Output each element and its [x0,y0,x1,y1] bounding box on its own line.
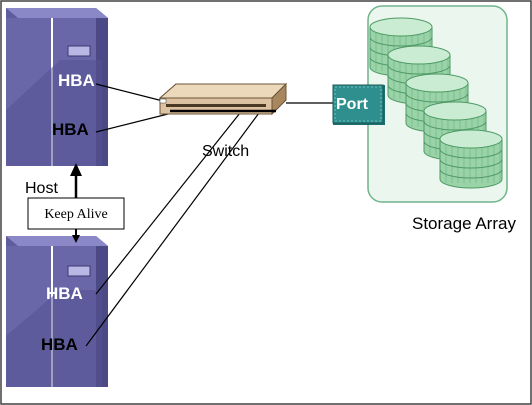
hba-bottom-2-label: HBA [41,335,78,354]
switch-device [158,82,288,116]
switch-label: Switch [202,143,249,160]
disk-stack [369,17,503,189]
keep-alive-box [27,197,125,230]
cable-hba-bottom1-to-switch [95,112,241,295]
cable-hba-bottom2-to-switch [85,112,260,347]
port-label: Port [336,96,369,113]
hba-top-1-label: HBA [58,71,95,90]
storage-array-label: Storage Array [412,214,516,233]
host-label: Host [25,180,58,197]
drive-bay-icon [67,265,91,277]
host-server-top [6,8,108,166]
disk-icon [439,129,503,189]
keep-alive-label: Keep Alive [44,207,107,222]
drive-bay-icon [67,45,91,57]
hba-top-2-label: HBA [52,120,89,139]
keep-alive-connector [27,163,125,243]
hba-bottom-1-label: HBA [46,284,83,303]
host-server-bottom [6,236,108,387]
cables [85,83,333,347]
cable-hba-top1-to-switch [95,83,164,102]
port-box [332,84,385,125]
cable-hba-top2-to-switch [95,113,169,133]
